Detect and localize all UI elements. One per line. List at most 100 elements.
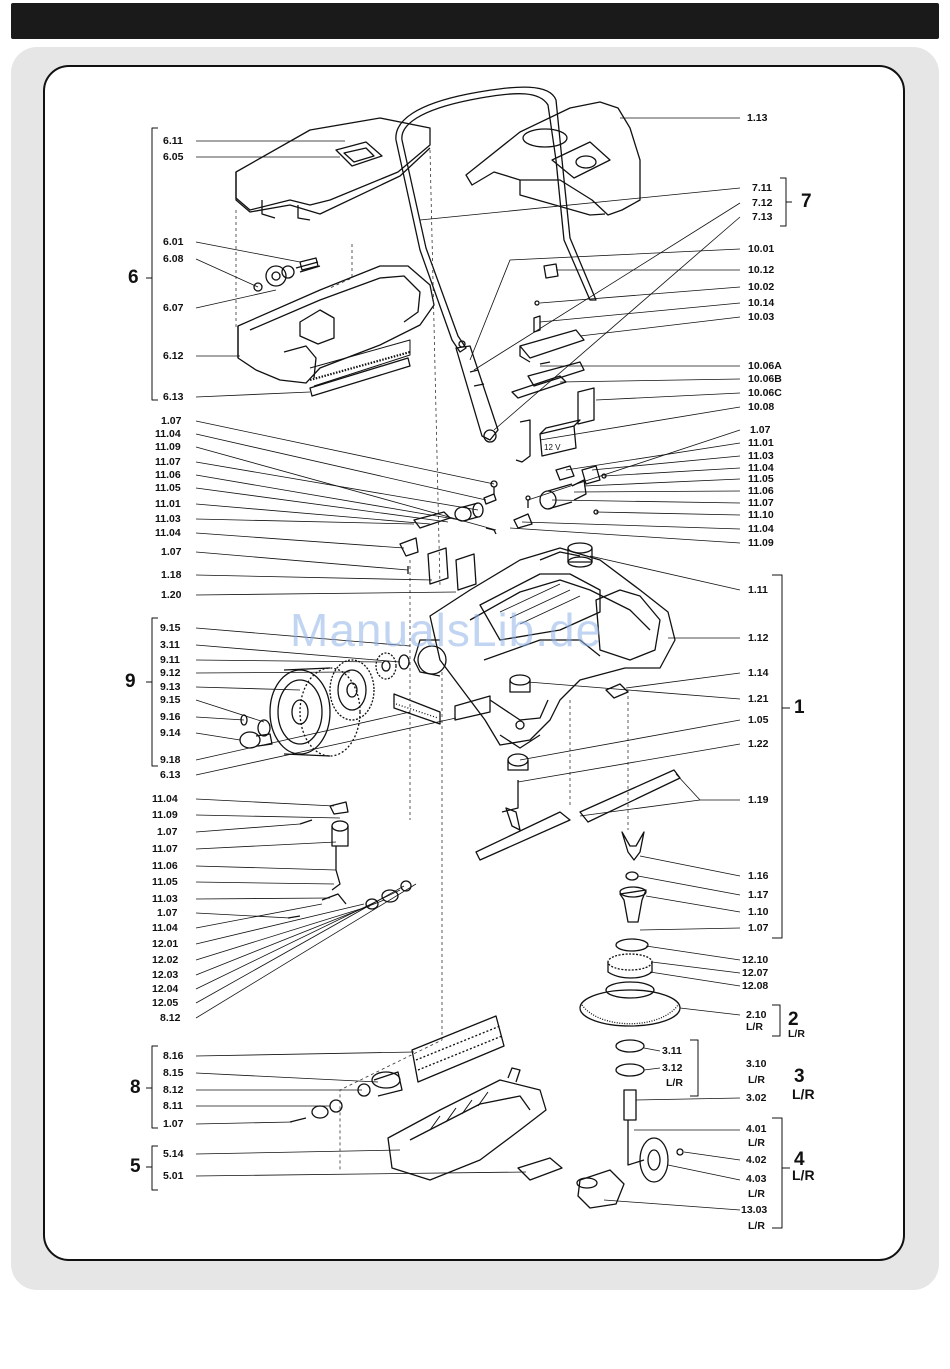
watermark: ManualsLib.de bbox=[290, 604, 603, 656]
hopper-lid bbox=[235, 117, 431, 221]
part-label: 1.20 bbox=[161, 589, 182, 601]
rear-wheel bbox=[269, 667, 361, 757]
part-label: 9.13 bbox=[160, 681, 181, 693]
part-label: 9.15 bbox=[160, 622, 181, 634]
part-label: 10.02 bbox=[748, 281, 775, 293]
part-label: 7.12 bbox=[752, 197, 773, 209]
part-label: 11.06 bbox=[155, 469, 181, 481]
part-label: 10.06A bbox=[748, 360, 782, 372]
part-label: 11.06 bbox=[748, 485, 774, 497]
part-label: 10.06B bbox=[748, 373, 782, 385]
group-number-2: 2 bbox=[788, 1009, 799, 1030]
wheel-gear bbox=[329, 659, 375, 721]
part-label: 1.12 bbox=[748, 632, 769, 644]
part-label: 5.01 bbox=[163, 1170, 184, 1182]
group-number-1: 1 bbox=[794, 697, 805, 718]
part-label: 2.10 bbox=[746, 1009, 767, 1021]
part-label: 6.01 bbox=[163, 236, 184, 248]
part-label: 1.13 bbox=[747, 112, 768, 124]
part-label: 7.11 bbox=[752, 182, 772, 194]
ring-9-15 bbox=[257, 719, 271, 737]
group-number-9: 9 bbox=[125, 671, 136, 692]
part-label: 1.19 bbox=[748, 794, 769, 806]
part-label: 9.18 bbox=[160, 754, 181, 766]
knob-1-21 bbox=[509, 674, 531, 693]
part-label: 1.07 bbox=[163, 1118, 184, 1130]
handle-cap bbox=[465, 101, 641, 216]
switch-left bbox=[399, 480, 498, 574]
part-label: 1.21 bbox=[748, 693, 769, 705]
part-label: 11.05 bbox=[748, 473, 774, 485]
part-label: 11.07 bbox=[155, 456, 181, 468]
part-label: 6.13 bbox=[163, 391, 184, 403]
part-label: 6.08 bbox=[163, 253, 184, 265]
group-number-5: 5 bbox=[130, 1156, 141, 1177]
part-label: 9.14 bbox=[160, 727, 181, 739]
group-number-7: 7 bbox=[801, 191, 812, 212]
part-label: 11.10 bbox=[748, 509, 774, 521]
part-label: 1.18 bbox=[161, 569, 182, 581]
part-label: 11.04 bbox=[155, 428, 181, 440]
part-label: 11.05 bbox=[155, 482, 181, 494]
part-label: 4.02 bbox=[746, 1154, 767, 1166]
part-label: 1.07 bbox=[161, 546, 182, 558]
group-number-8: 8 bbox=[130, 1077, 141, 1098]
part-label: 1.07 bbox=[750, 424, 771, 436]
group-number-3: 3 bbox=[794, 1066, 805, 1087]
latch-5-01 bbox=[517, 1157, 563, 1181]
part-label: 12.05 bbox=[152, 997, 179, 1009]
part-label: 10.12 bbox=[748, 264, 775, 276]
part-label: 5.14 bbox=[163, 1148, 184, 1160]
part-label: 1.07 bbox=[748, 922, 769, 934]
part-label: L/R bbox=[748, 1074, 765, 1086]
washer-3-11 bbox=[398, 654, 410, 670]
part-label: 8.12 bbox=[160, 1012, 181, 1024]
part-label: 1.10 bbox=[748, 906, 769, 918]
group-number-4: 4 bbox=[794, 1149, 805, 1170]
part-label: L/R bbox=[748, 1137, 765, 1149]
part-label: 9.12 bbox=[160, 667, 181, 679]
part-label: 11.06 bbox=[152, 860, 178, 872]
part-label: 8.16 bbox=[163, 1050, 184, 1062]
part-label: 9.11 bbox=[160, 654, 180, 666]
part-label: 4.03 bbox=[746, 1173, 767, 1185]
part-label: 9.15 bbox=[160, 694, 181, 706]
part-label: 3.11 bbox=[160, 639, 180, 651]
part-label: 1.16 bbox=[748, 870, 769, 882]
switch-right bbox=[513, 465, 607, 529]
small-gear bbox=[375, 652, 397, 680]
part-label: 1.07 bbox=[157, 907, 178, 919]
part-label: L/R bbox=[666, 1077, 683, 1089]
group-2-suffix: L/R bbox=[788, 1028, 805, 1040]
part-label: 11.04 bbox=[152, 793, 178, 805]
part-label: 4.01 bbox=[746, 1123, 767, 1135]
part-label: L/R bbox=[746, 1021, 763, 1033]
part-label: 1.17 bbox=[748, 889, 769, 901]
part-label: 1.07 bbox=[157, 826, 178, 838]
part-label: 1.07 bbox=[161, 415, 182, 427]
part-label: 13.03 bbox=[741, 1204, 768, 1216]
part-label: 12.07 bbox=[742, 967, 769, 979]
main-brush bbox=[289, 1015, 505, 1123]
part-label: 10.06C bbox=[748, 387, 782, 399]
battery-bracket bbox=[511, 263, 595, 463]
part-label: 6.12 bbox=[163, 350, 184, 362]
part-label: 12.04 bbox=[152, 983, 179, 995]
part-label: 3.02 bbox=[746, 1092, 767, 1104]
strip-6-13 bbox=[309, 357, 411, 397]
part-label: 11.09 bbox=[748, 537, 774, 549]
hopper-gear bbox=[253, 257, 321, 292]
connectors bbox=[427, 547, 477, 591]
side-brush-assembly bbox=[576, 831, 684, 1209]
hopper-bin bbox=[237, 265, 435, 387]
chassis bbox=[413, 547, 676, 749]
part-label: 3.11 bbox=[662, 1045, 682, 1057]
part-label: 11.03 bbox=[155, 513, 181, 525]
part-label: 10.08 bbox=[748, 401, 775, 413]
switch-lower bbox=[287, 801, 412, 919]
part-label: 9.16 bbox=[160, 711, 181, 723]
part-label: 11.03 bbox=[152, 893, 178, 905]
part-label: 11.04 bbox=[748, 523, 774, 535]
handle-assembly bbox=[395, 86, 597, 443]
